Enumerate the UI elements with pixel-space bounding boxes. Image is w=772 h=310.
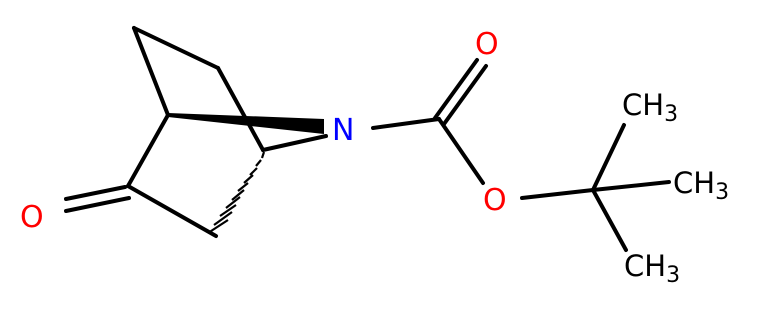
- bond-c3-c1: [132, 26, 170, 117]
- bond-ketone-double-2: [64, 196, 131, 213]
- bond-o-ester-ctert: [520, 188, 595, 200]
- hashed-wedge-bond-c5-c6: [207, 151, 266, 234]
- wedge-bond-c1-n7: [168, 113, 324, 134]
- bond-ketone-double-1: [64, 185, 127, 201]
- nitrogen-label: N: [332, 113, 354, 148]
- bond-c3-c4: [132, 26, 220, 70]
- bond-ctert-ch3-top: [591, 123, 626, 192]
- methyl-mid-label: CH3: [673, 166, 729, 205]
- bond-carbonyl-double-2: [442, 64, 488, 126]
- bond-c2-c6: [126, 184, 218, 238]
- bond-c8-o-ester: [437, 117, 485, 185]
- bond-carbonyl-double-1: [433, 58, 479, 120]
- bond-c1-c2: [126, 113, 170, 188]
- bond-ctert-ch3-bottom: [591, 188, 628, 252]
- methyl-bottom-label: CH3: [624, 249, 680, 288]
- ketone-oxygen-label: O: [20, 200, 44, 235]
- carbonyl-oxygen-label: O: [475, 27, 499, 62]
- bond-n7-c8: [371, 117, 441, 130]
- bond-ctert-ch3-mid: [591, 180, 671, 192]
- bond-c5-n7: [261, 134, 328, 152]
- ester-oxygen-label: O: [483, 183, 507, 218]
- methyl-top-label: CH3: [622, 88, 678, 127]
- bond-c4-c5: [216, 66, 265, 152]
